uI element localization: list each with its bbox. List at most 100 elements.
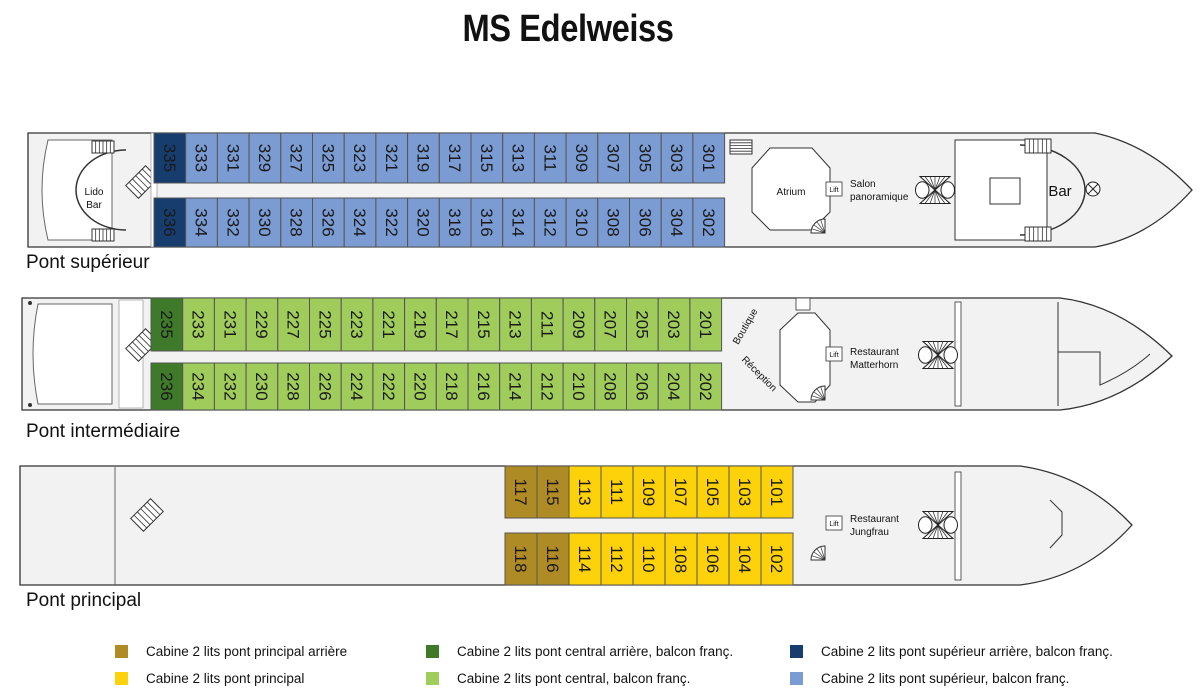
cabin-cell bbox=[692, 197, 726, 248]
cabin: 204 bbox=[657, 362, 691, 411]
cabin-number: 108 bbox=[671, 545, 690, 573]
fan-line bbox=[937, 511, 954, 526]
room-label: Bar bbox=[86, 200, 102, 211]
stairs-icon bbox=[729, 139, 753, 155]
spiral-step bbox=[820, 386, 826, 401]
fan-leaf bbox=[943, 516, 958, 534]
cabin: 305 bbox=[629, 132, 662, 184]
room-label: Matterhorn bbox=[850, 360, 898, 371]
cabin: 308 bbox=[597, 197, 630, 248]
cabin-number: 318 bbox=[445, 208, 464, 236]
cabin: 321 bbox=[375, 132, 409, 184]
fan-line bbox=[937, 354, 949, 369]
cabin-number: 215 bbox=[474, 310, 493, 338]
cabin-number: 211 bbox=[537, 311, 556, 338]
cabin: 107 bbox=[664, 465, 698, 519]
cabin-number: 333 bbox=[192, 144, 211, 172]
stairs-step bbox=[137, 511, 151, 525]
cabin: 323 bbox=[343, 132, 377, 184]
cabin: 109 bbox=[632, 465, 666, 519]
lift-box bbox=[825, 515, 843, 531]
cabin-cell bbox=[343, 132, 377, 184]
cabin-number: 330 bbox=[255, 208, 274, 236]
cabin-number: 227 bbox=[284, 310, 303, 338]
cabin: 301 bbox=[692, 132, 726, 184]
cabin-cell bbox=[245, 362, 279, 411]
fan-line bbox=[934, 176, 941, 191]
cabin-cell bbox=[504, 532, 538, 586]
cabin-number: 114 bbox=[575, 545, 594, 572]
cabin-number: 212 bbox=[537, 372, 556, 400]
cabin-number: 327 bbox=[287, 144, 306, 172]
room-label: Restaurant bbox=[850, 347, 899, 358]
cabin-number: 106 bbox=[703, 545, 722, 573]
cabin-number: 222 bbox=[379, 372, 398, 400]
fan-line bbox=[929, 189, 936, 204]
spiral-step bbox=[811, 395, 826, 401]
cabin-cell bbox=[435, 362, 469, 411]
cabin: 319 bbox=[407, 132, 440, 184]
cabin: 207 bbox=[594, 297, 627, 352]
cabin-number: 111 bbox=[607, 479, 626, 505]
cabin: 225 bbox=[309, 297, 342, 352]
cabin: 304 bbox=[660, 197, 694, 248]
cabin-cell bbox=[277, 362, 310, 411]
cabin-number: 302 bbox=[699, 208, 718, 236]
cabin: 313 bbox=[502, 132, 535, 184]
cabin-number: 230 bbox=[252, 372, 271, 400]
cabin: 222 bbox=[372, 362, 406, 411]
spiral-step bbox=[820, 546, 826, 561]
fan-leaf bbox=[918, 516, 933, 534]
cabin: 213 bbox=[499, 297, 532, 352]
cabin-number: 323 bbox=[350, 144, 369, 172]
cabin: 201 bbox=[689, 297, 723, 352]
cabin: 224 bbox=[340, 362, 374, 411]
cabin-cell bbox=[470, 197, 504, 248]
cabin-number: 326 bbox=[318, 208, 337, 236]
spiral-step bbox=[816, 221, 826, 234]
cabin: 317 bbox=[438, 132, 472, 184]
cabin: 315 bbox=[470, 132, 504, 184]
cabin: 230 bbox=[245, 362, 279, 411]
cabin-number: 210 bbox=[569, 372, 588, 400]
cabin-cell bbox=[309, 297, 342, 352]
cabin-cell bbox=[277, 297, 310, 352]
cabin-number: 303 bbox=[667, 144, 686, 172]
cabin-cell bbox=[150, 362, 184, 411]
cabin-number: 313 bbox=[509, 144, 528, 172]
cabin-number: 202 bbox=[696, 372, 715, 400]
fan-line bbox=[937, 524, 954, 539]
fan-line bbox=[927, 341, 939, 356]
stairs-step bbox=[132, 178, 146, 192]
cabin-cell bbox=[467, 297, 501, 352]
cabin-number: 207 bbox=[601, 310, 620, 338]
cabin-number: 336 bbox=[160, 208, 179, 236]
fan-line bbox=[932, 341, 939, 356]
cabin: 302 bbox=[692, 197, 726, 248]
cabin-cell bbox=[565, 132, 599, 184]
cabin-number: 309 bbox=[572, 144, 591, 172]
fan-line bbox=[937, 354, 954, 369]
cabin-number: 228 bbox=[284, 372, 303, 400]
cabin-cell bbox=[467, 362, 501, 411]
stairs-step bbox=[133, 514, 148, 529]
cabin: 226 bbox=[309, 362, 342, 411]
cabin-cell bbox=[248, 132, 282, 184]
lift-box bbox=[825, 181, 843, 197]
cabin: 309 bbox=[565, 132, 599, 184]
cabin-number: 221 bbox=[379, 310, 398, 338]
spiral-step bbox=[813, 224, 826, 234]
fan-line bbox=[924, 176, 936, 191]
cabin-number: 314 bbox=[509, 208, 528, 236]
fan-line bbox=[919, 176, 936, 191]
cabin-number: 104 bbox=[735, 545, 754, 573]
cabin-cell bbox=[407, 197, 440, 248]
fan-line bbox=[932, 511, 939, 526]
cabin-number: 216 bbox=[474, 372, 493, 400]
cabin-cell bbox=[502, 132, 535, 184]
cabin: 218 bbox=[435, 362, 469, 411]
fan-line bbox=[937, 354, 944, 369]
cabin-cell bbox=[182, 362, 215, 411]
cabin-cell bbox=[660, 132, 694, 184]
